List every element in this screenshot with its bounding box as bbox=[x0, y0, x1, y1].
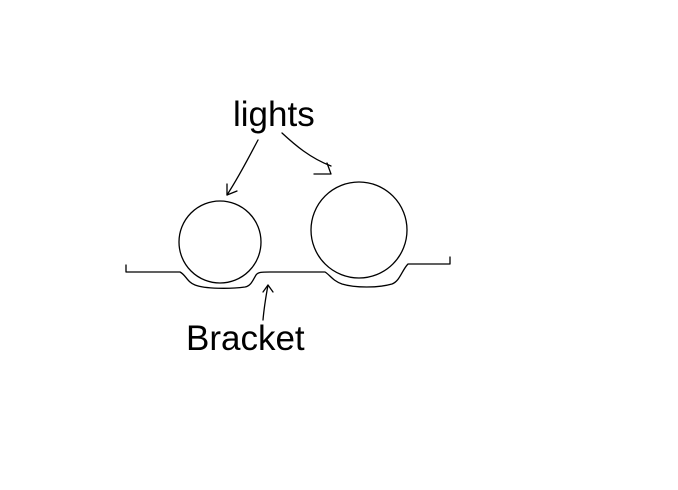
bracket-arrow-head bbox=[262, 284, 274, 293]
lights-arrow-left bbox=[226, 139, 259, 196]
lights-arrow-right-head bbox=[313, 162, 332, 175]
lights-arrow-right bbox=[281, 132, 332, 167]
bracket-arrow bbox=[262, 284, 269, 321]
light-right bbox=[310, 181, 408, 279]
light-left bbox=[178, 200, 262, 284]
bracket-outline bbox=[125, 256, 451, 289]
lights-label: lights bbox=[233, 95, 315, 134]
lights-arrow-left-head bbox=[226, 183, 238, 196]
bracket-label: Bracket bbox=[186, 319, 305, 358]
